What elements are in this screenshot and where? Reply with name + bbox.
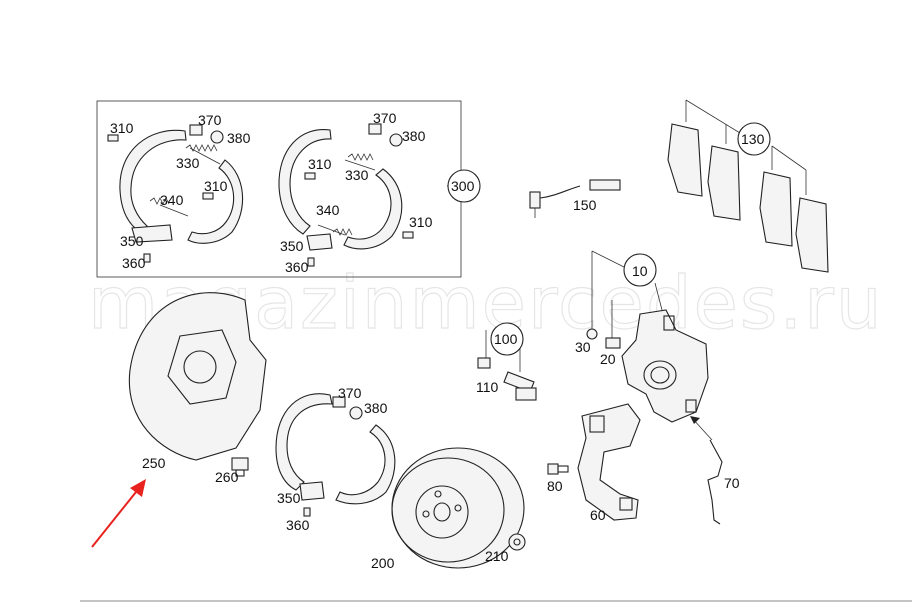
adjuster-350b[interactable] <box>306 233 333 251</box>
callout-10[interactable] <box>623 253 657 287</box>
screw-360a[interactable] <box>143 253 151 263</box>
pin-310a[interactable] <box>107 134 119 142</box>
label-310d: 310 <box>409 214 433 230</box>
label-300: 300 <box>451 178 475 194</box>
label-20: 20 <box>600 351 616 367</box>
label-340b: 340 <box>316 202 340 218</box>
label-370a: 370 <box>198 112 222 128</box>
label-210: 210 <box>485 548 509 564</box>
spring-340a[interactable] <box>149 197 170 205</box>
cap-370c[interactable] <box>332 396 346 408</box>
label-150: 150 <box>573 197 597 213</box>
callout-100[interactable] <box>490 322 524 356</box>
adjuster-350c[interactable] <box>299 481 325 501</box>
label-360b: 360 <box>285 259 309 275</box>
label-380b: 380 <box>402 128 426 144</box>
label-110: 110 <box>476 379 499 395</box>
brake-shoes-set-b[interactable] <box>278 129 403 250</box>
bolt-260[interactable] <box>231 457 249 477</box>
pin-310c[interactable] <box>304 172 316 180</box>
label-350c: 350 <box>277 490 301 506</box>
cap-370a[interactable] <box>189 124 203 136</box>
wear-sensor-150[interactable] <box>529 179 621 218</box>
brake-shoes-lower[interactable] <box>275 393 396 505</box>
adjuster-350a[interactable] <box>131 224 173 243</box>
callout-300[interactable] <box>447 169 481 203</box>
spring-clip-70[interactable] <box>690 416 723 525</box>
label-380c: 380 <box>364 400 388 416</box>
cup-380c[interactable] <box>349 406 363 420</box>
label-70: 70 <box>724 475 740 491</box>
label-370c: 370 <box>338 385 362 401</box>
spring-340b[interactable] <box>332 228 353 236</box>
label-80: 80 <box>547 478 563 494</box>
label-310c: 310 <box>308 156 332 172</box>
brake-pads-130[interactable] <box>667 99 829 273</box>
label-200: 200 <box>371 555 395 571</box>
bleeder-30[interactable] <box>586 328 598 340</box>
label-310b: 310 <box>204 178 228 194</box>
screw-210[interactable] <box>508 533 526 551</box>
label-360a: 360 <box>122 255 146 271</box>
label-260: 260 <box>215 469 239 485</box>
label-100: 100 <box>494 331 518 347</box>
label-250: 250 <box>142 455 166 471</box>
label-60: 60 <box>590 507 606 523</box>
screw-360c[interactable] <box>303 507 311 517</box>
label-330a: 330 <box>176 155 200 171</box>
pin-310d[interactable] <box>402 231 414 239</box>
backing-plate-250[interactable] <box>128 292 267 461</box>
pin-310b[interactable] <box>202 192 214 200</box>
label-340a: 340 <box>160 192 184 208</box>
spring-330a[interactable] <box>185 144 218 152</box>
callout-130[interactable] <box>737 122 771 156</box>
guide-pin-set-100[interactable] <box>477 357 537 401</box>
label-350b: 350 <box>280 238 304 254</box>
label-330b: 330 <box>345 167 369 183</box>
label-30: 30 <box>575 339 591 355</box>
cup-380b[interactable] <box>389 133 403 147</box>
cap-370b[interactable] <box>368 123 382 135</box>
label-130: 130 <box>741 131 765 147</box>
label-360c: 360 <box>286 517 310 533</box>
caliper-10[interactable] <box>621 309 709 423</box>
caliper-bracket-60[interactable] <box>577 403 641 521</box>
screw-360b[interactable] <box>307 257 315 267</box>
bolt-80[interactable] <box>547 463 569 475</box>
cap-20[interactable] <box>605 337 621 349</box>
label-10: 10 <box>632 263 648 279</box>
label-350a: 350 <box>120 233 144 249</box>
label-370b: 370 <box>373 110 397 126</box>
label-380a: 380 <box>227 130 251 146</box>
cup-380a[interactable] <box>210 130 224 144</box>
pointer-arrow <box>91 479 146 548</box>
brake-disc-200[interactable] <box>391 447 525 569</box>
label-310a: 310 <box>110 120 134 136</box>
spring-330b[interactable] <box>347 153 374 161</box>
